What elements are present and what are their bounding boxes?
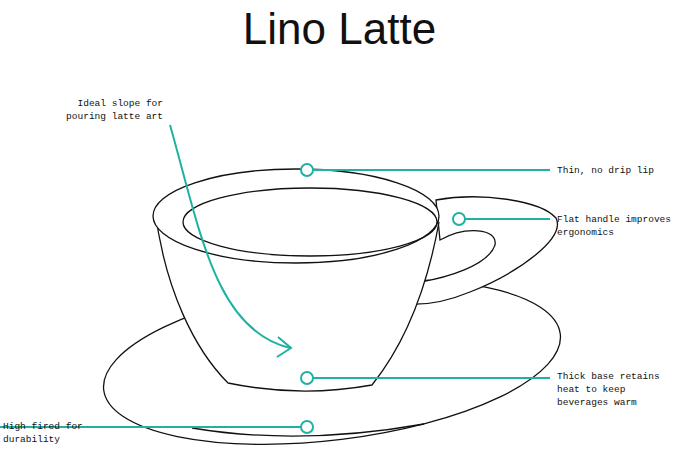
slope-arrow: [170, 125, 290, 348]
callout-dot: [301, 164, 313, 176]
callout-label: Thick base retains heat to keep beverage…: [557, 370, 672, 409]
arrow-head: [277, 337, 291, 357]
leader-line: [313, 169, 550, 171]
callout-dot: [301, 421, 313, 433]
cup-inner-rim: [183, 188, 437, 256]
cup-drawing: [94, 169, 570, 467]
leader-line: [313, 377, 550, 379]
diagram-title: Lino Latte: [0, 4, 679, 54]
callout-label: High fired for durability: [3, 420, 93, 446]
callout-label: Flat handle improves ergonomics: [557, 213, 675, 239]
callouts: [0, 125, 550, 433]
callout-dot: [453, 213, 465, 225]
callout-label: Thin, no drip lip: [557, 164, 675, 177]
callout-dot: [301, 372, 313, 384]
leader-line: [465, 218, 550, 220]
callout-label: Ideal slope for pouring latte art: [58, 97, 163, 123]
